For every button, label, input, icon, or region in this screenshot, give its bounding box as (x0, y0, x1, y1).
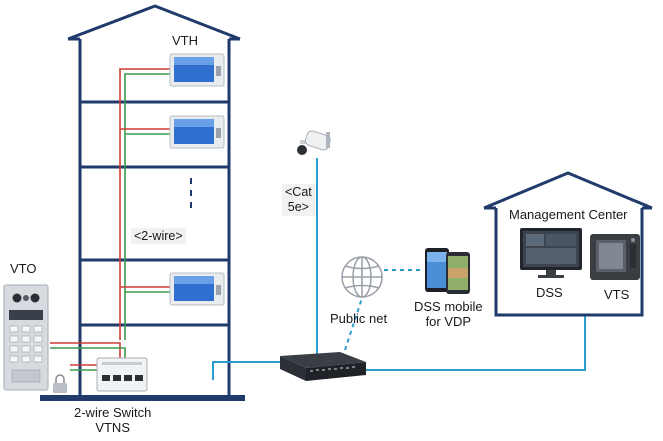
dss-mobile-line: for VDP (425, 313, 472, 329)
cable-switch-to-globe (344, 297, 363, 351)
cable-type-label: <Cat 5e> (282, 184, 315, 216)
public-net-label: Public net (330, 311, 388, 326)
bullet-camera-icon (297, 130, 331, 155)
two-wire-bus (50, 68, 170, 371)
smartphone-icon (425, 248, 470, 294)
dss-label: DSS (536, 285, 563, 300)
cable-type-line: 5e> (287, 200, 309, 214)
two-wire-label: <2-wire> (131, 228, 186, 245)
vth-label: VTH (172, 33, 198, 48)
cable-type-line: <Cat (285, 185, 312, 199)
vth-monitor-icon (169, 272, 225, 306)
monitor-icon (520, 228, 582, 278)
dss-mobile-label: DSS mobile for VDP (414, 299, 483, 330)
switch-label-line: 2-wire Switch (74, 405, 152, 420)
building-outline (67, 4, 241, 41)
vto-door-station-icon (3, 284, 49, 391)
management-center-label: Management Center (509, 207, 628, 222)
vth-monitor-icon (169, 115, 225, 149)
lock-icon (53, 374, 67, 393)
vts-label: VTS (604, 287, 630, 302)
cable-switch-to-vtns (212, 361, 283, 380)
vth-monitor-icon (169, 53, 225, 87)
vts-console-icon (590, 234, 640, 280)
vto-label: VTO (10, 261, 37, 276)
switch-label-line: VTNS (95, 419, 130, 435)
globe-icon (341, 256, 383, 298)
building (40, 4, 245, 401)
management-center-building (483, 171, 653, 317)
continuation-dots (190, 178, 192, 208)
network-switch-icon (280, 352, 366, 381)
dss-mobile-line: DSS mobile (414, 299, 483, 314)
vtns-switch-icon (96, 357, 148, 392)
network-cables (212, 158, 586, 380)
switch-label: 2-wire Switch VTNS (74, 405, 152, 436)
cable-switch-to-management (365, 315, 586, 371)
